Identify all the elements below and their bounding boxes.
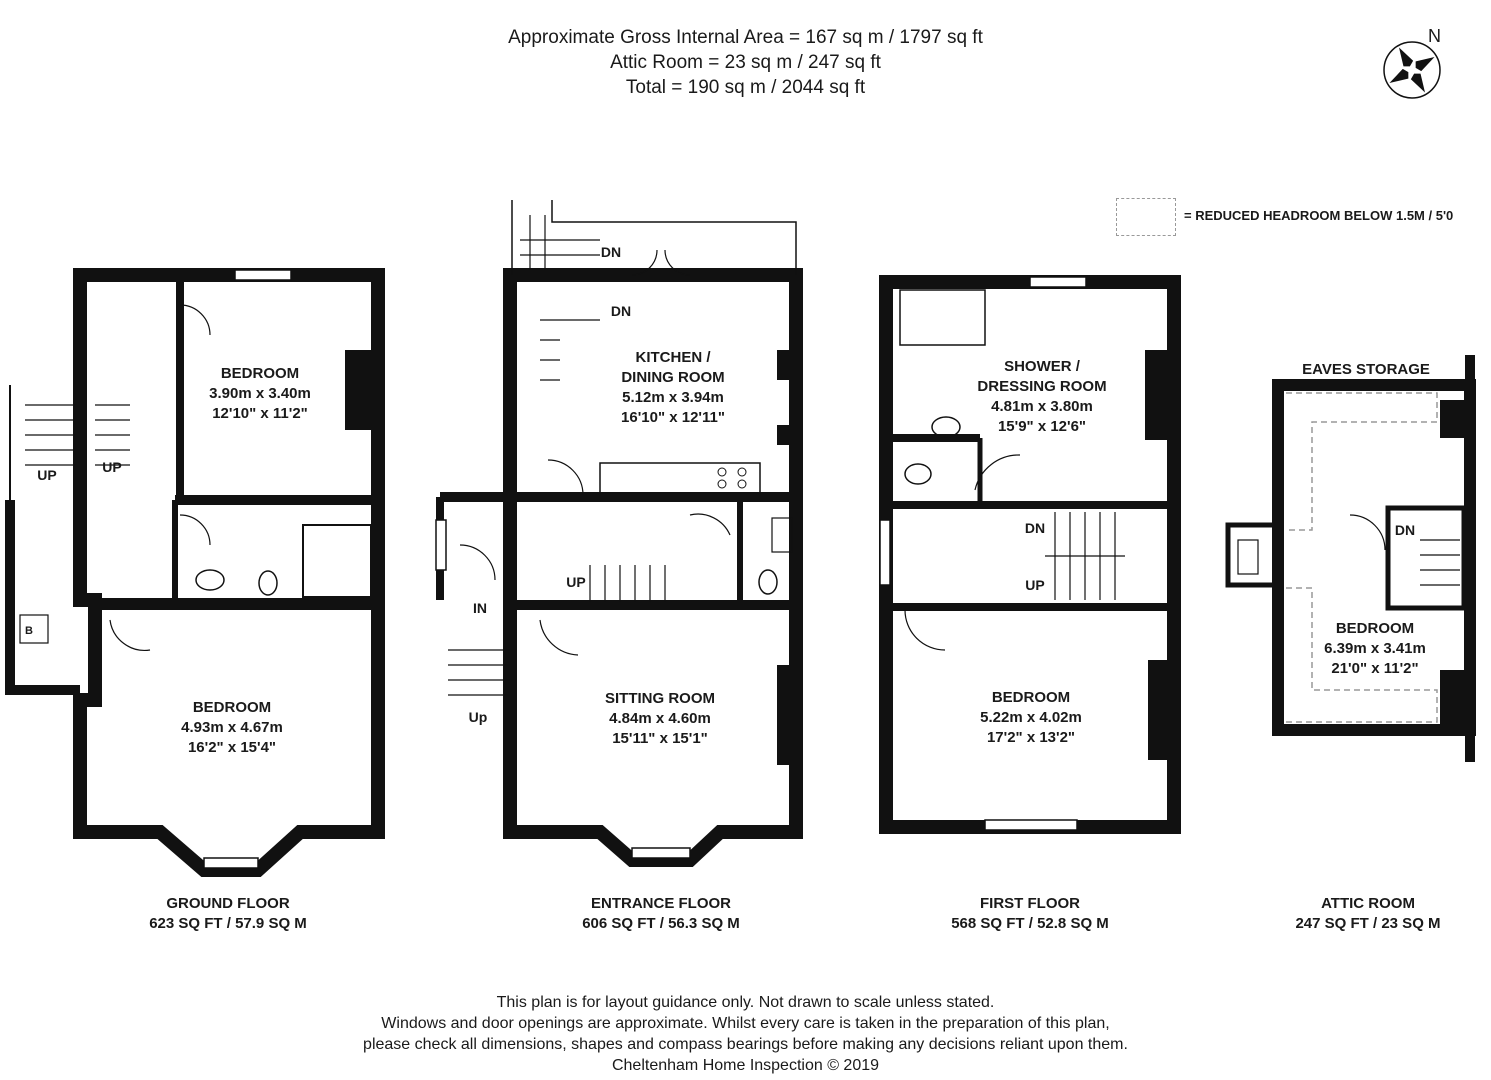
ground-bedroom2-name: BEDROOM: [193, 699, 271, 716]
entrance-in-label: IN: [473, 600, 487, 616]
entrance-dn-external: DN: [601, 244, 621, 260]
compass-rose-icon: [1383, 41, 1441, 99]
ground-stair-up-1: UP: [37, 467, 56, 483]
sitting-room-imperial: 15'11" x 15'1": [612, 730, 708, 747]
gross-area-line: Approximate Gross Internal Area = 167 sq…: [508, 27, 983, 48]
entrance-floor-title: ENTRANCE FLOOR: [591, 895, 731, 912]
shower-name-2: DRESSING ROOM: [977, 378, 1106, 395]
attic-stair-dn: DN: [1395, 522, 1415, 538]
entrance-floor-area: 606 SQ FT / 56.3 SQ M: [582, 915, 740, 932]
ground-floor-plan: [5, 268, 385, 877]
total-area-line: Total = 190 sq m / 2044 sq ft: [625, 77, 866, 98]
attic-bedroom-name: BEDROOM: [1336, 620, 1414, 637]
reduced-headroom-legend: = REDUCED HEADROOM BELOW 1.5M / 5'0: [1184, 208, 1454, 223]
disclaimer-line-2: Windows and door openings are approximat…: [381, 1015, 1110, 1032]
first-bedroom-metric: 5.22m x 4.02m: [980, 709, 1082, 726]
entrance-dn-kitchen: DN: [611, 303, 631, 319]
entrance-up-external: Up: [469, 709, 488, 725]
shower-metric: 4.81m x 3.80m: [991, 398, 1093, 415]
shower-imperial: 15'9" x 12'6": [998, 418, 1086, 435]
disclaimer-line-3: please check all dimensions, shapes and …: [363, 1036, 1128, 1053]
ground-bedroom2-imperial: 16'2" x 15'4": [188, 739, 276, 756]
reduced-headroom-swatch: [1116, 198, 1176, 236]
ground-bedroom1-imperial: 12'10" x 11'2": [212, 405, 308, 422]
attic-bedroom-imperial: 21'0" x 11'2": [1331, 660, 1418, 677]
first-floor-area: 568 SQ FT / 52.8 SQ M: [951, 915, 1109, 932]
kitchen-name-2: DINING ROOM: [621, 369, 724, 386]
entrance-floor-plan: [435, 200, 803, 867]
ground-bedroom2-metric: 4.93m x 4.67m: [181, 719, 283, 736]
first-bedroom-name: BEDROOM: [992, 689, 1070, 706]
first-stair-dn: DN: [1025, 520, 1045, 536]
attic-plan: [1225, 355, 1476, 762]
ground-stair-up-2: UP: [102, 459, 121, 475]
ground-bedroom1-metric: 3.90m x 3.40m: [209, 385, 311, 402]
eaves-storage-label: EAVES STORAGE: [1302, 361, 1430, 378]
kitchen-metric: 5.12m x 3.94m: [622, 389, 724, 406]
first-floor-title: FIRST FLOOR: [980, 895, 1080, 912]
copyright-line: Cheltenham Home Inspection © 2019: [611, 1057, 880, 1074]
attic-area: 247 SQ FT / 23 SQ M: [1295, 915, 1440, 932]
kitchen-imperial: 16'10" x 12'11": [621, 409, 725, 426]
sitting-room-name: SITTING ROOM: [605, 690, 715, 707]
attic-area-line: Attic Room = 23 sq m / 247 sq ft: [610, 52, 881, 73]
sitting-room-metric: 4.84m x 4.60m: [609, 710, 711, 727]
boiler-label: B: [25, 625, 33, 637]
first-floor-plan: [879, 275, 1181, 834]
attic-bedroom-metric: 6.39m x 3.41m: [1324, 640, 1426, 657]
first-stair-up: UP: [1025, 577, 1044, 593]
attic-title: ATTIC ROOM: [1321, 895, 1415, 912]
ground-bedroom1-name: BEDROOM: [221, 365, 299, 382]
ground-floor-title: GROUND FLOOR: [166, 895, 289, 912]
kitchen-name-1: KITCHEN /: [636, 349, 712, 366]
entrance-stair-up: UP: [566, 574, 585, 590]
shower-name-1: SHOWER /: [1004, 358, 1081, 375]
ground-floor-area: 623 SQ FT / 57.9 SQ M: [149, 915, 307, 932]
compass-north-label: N: [1428, 26, 1441, 46]
disclaimer-line-1: This plan is for layout guidance only. N…: [496, 994, 995, 1011]
first-bedroom-imperial: 17'2" x 13'2": [987, 729, 1075, 746]
